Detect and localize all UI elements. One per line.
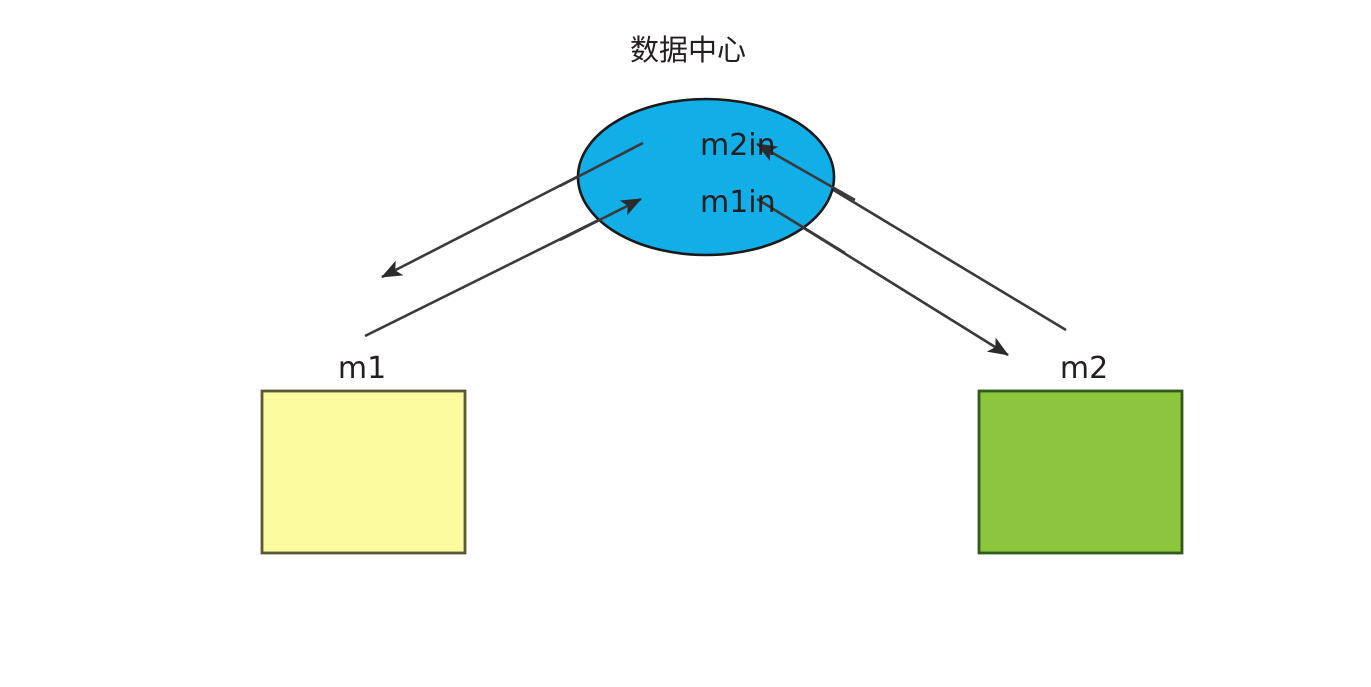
port-label-m2in: m2in xyxy=(700,128,776,163)
m1-caption-label: m1 xyxy=(338,351,386,386)
datacenter-title-label: 数据中心 xyxy=(630,33,746,67)
node-m2[interactable]: m2 xyxy=(977,351,1184,555)
datacenter-ellipse-shape[interactable] xyxy=(576,97,836,257)
node-m1[interactable]: m1 xyxy=(260,351,467,555)
m2-rect-shape[interactable] xyxy=(977,389,1184,555)
m2-caption-label: m2 xyxy=(1060,351,1108,386)
edge-m2-to-m2in-overlay xyxy=(756,142,856,202)
edge-m1in-to-m2-overlay xyxy=(756,197,846,255)
edge-overlay-group xyxy=(559,141,856,255)
edge-m1-to-m1in-overlay xyxy=(559,197,642,242)
m1-rect-shape[interactable] xyxy=(260,389,467,555)
node-datacenter[interactable] xyxy=(576,97,836,257)
edge-m2in-to-m1-overlay xyxy=(559,141,644,188)
port-label-m1in: m1in xyxy=(700,185,776,220)
